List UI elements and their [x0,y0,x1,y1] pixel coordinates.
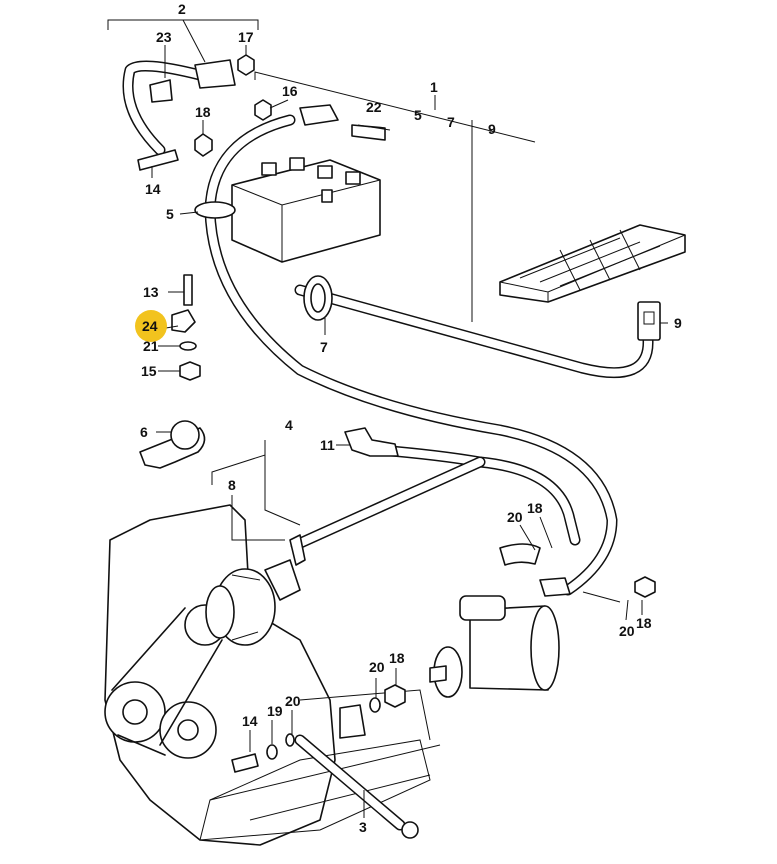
starter-motor [429,595,560,698]
callout-20-c: 20 [369,659,385,675]
engine-block [104,504,441,846]
callout-24: 24 [142,318,158,334]
callout-11: 11 [320,437,335,453]
leader-lines [107,19,668,818]
callout-23: 23 [156,29,172,45]
callout-9-top: 9 [488,121,496,137]
small-parts [137,54,656,773]
callout-21: 21 [143,338,159,354]
callout-18-d: 18 [389,650,405,666]
callout-8: 8 [228,477,236,493]
callout-19: 19 [267,703,283,719]
callout-20-d: 20 [285,693,301,709]
fuse-relay-panel [499,224,686,303]
battery [231,157,381,263]
callout-5-top: 5 [414,107,422,123]
callout-14-b: 14 [242,713,258,729]
callouts: 2 23 17 1 16 22 5 7 9 18 14 5 13 24 21 1… [140,1,682,835]
callout-18-a: 18 [195,104,211,120]
callout-18-c: 18 [636,615,652,631]
callout-7: 7 [320,339,328,355]
grommets [194,201,333,321]
alternator [205,559,301,646]
callout-22: 22 [366,99,382,115]
callout-3: 3 [359,819,367,835]
callout-7-top: 7 [447,114,455,130]
callout-13: 13 [143,284,159,300]
callout-15: 15 [141,363,157,379]
callout-6: 6 [140,424,148,440]
callout-18-b: 18 [527,500,543,516]
callout-20-b: 20 [619,623,635,639]
callout-2: 2 [178,1,186,17]
callout-5: 5 [166,206,174,222]
callout-16: 16 [282,83,298,99]
cable-connector [637,301,661,341]
callout-1: 1 [430,79,438,95]
highlight-marker [135,310,167,342]
callout-20-a: 20 [507,509,523,525]
callout-4: 4 [285,417,293,433]
callout-17: 17 [238,29,254,45]
callout-14-a: 14 [145,181,161,197]
callout-9: 9 [674,315,682,331]
